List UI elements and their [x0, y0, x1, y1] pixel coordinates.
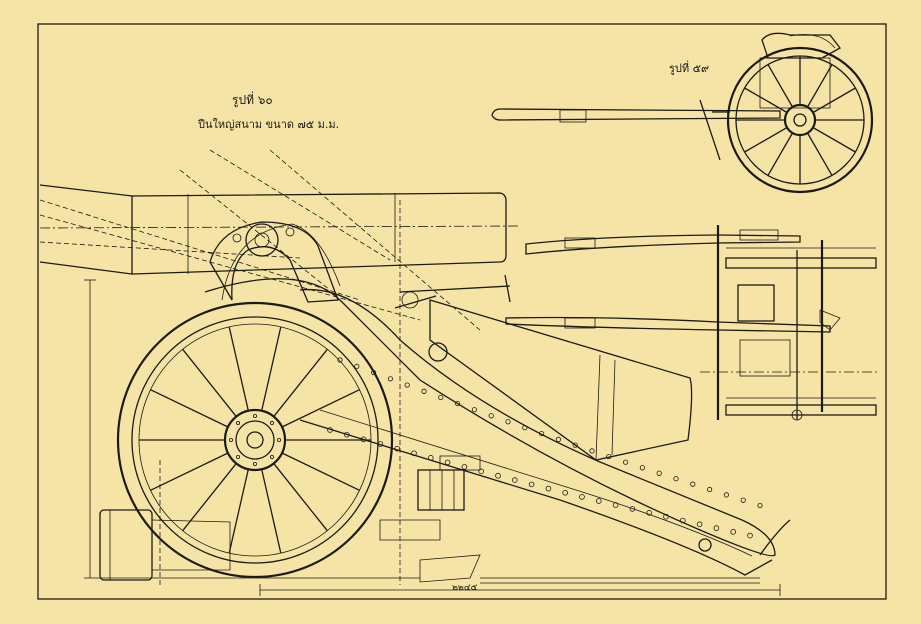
trail-rivet [646, 510, 652, 516]
trail-rivet [606, 453, 612, 460]
trail-rivet [538, 430, 545, 437]
trail-rivet [411, 450, 417, 457]
wheel-spoke [273, 348, 328, 417]
recoil-housing [428, 299, 693, 461]
trail-rivet [690, 481, 696, 487]
trail-rivet [505, 419, 511, 425]
limber-wheel-spoke [806, 132, 833, 176]
trail-rivet [427, 455, 434, 461]
limber-wheel-spoke [767, 132, 794, 176]
trail-rivet [706, 486, 713, 493]
limber-wheel-spoke [812, 87, 856, 114]
elevating-handwheel [394, 274, 511, 309]
trail-rivet [528, 481, 535, 488]
trail-rivet [589, 448, 595, 454]
trail-rivet [622, 459, 629, 465]
trail-rivet [495, 472, 501, 479]
wheel-spoke [261, 326, 282, 411]
hub-bolt [269, 454, 274, 459]
trail-rivet [555, 436, 562, 442]
trail-rivet [522, 425, 528, 431]
side-elevation-view [39, 149, 791, 596]
limber-plan-view [505, 225, 880, 421]
trail-rivet [461, 464, 468, 470]
trail-rivet [471, 407, 477, 413]
figure-label-right: รูปที่ ๕๙ [669, 62, 710, 75]
trail-rivet [663, 513, 669, 520]
trail-rivet [572, 442, 578, 448]
limber-side-view [491, 32, 874, 194]
trail-rivet [327, 427, 333, 433]
trail-rivet [612, 502, 619, 508]
trail-rivet [343, 431, 350, 438]
limber-wheel-spoke [744, 126, 788, 153]
trail-rivet [740, 497, 746, 503]
trail-rivet [488, 413, 494, 419]
hub-bolt [269, 421, 274, 426]
plate-border [37, 23, 887, 600]
barrel [39, 184, 521, 275]
trail-rivet [656, 470, 662, 476]
trail-rivet [562, 489, 568, 496]
dimension-lines [84, 200, 781, 596]
trail-rivet [511, 477, 518, 483]
trail [204, 278, 791, 576]
hub-bolt [236, 421, 241, 426]
wheel-spoke [150, 389, 229, 428]
axle-bracket [379, 455, 481, 541]
trail-rivet [404, 382, 410, 388]
caption-left: ปืนใหญ่สนาม ขนาด ๗๕ ม.ม. [198, 118, 340, 131]
limber-wheel-spoke [767, 64, 794, 108]
wheel-spoke [281, 452, 360, 491]
trail-rivet [713, 525, 720, 531]
bottom-hatching [480, 577, 760, 584]
trail-rivet [444, 459, 451, 466]
wheel-spoke [281, 389, 360, 428]
hub-bolt [276, 437, 281, 442]
trail-rivet [579, 494, 585, 500]
limber-wheel-spoke [812, 126, 856, 153]
trail-rivet [757, 502, 763, 509]
trail-rivet [545, 485, 552, 492]
limber-wheel-spoke [744, 87, 788, 114]
hub-bolt [236, 454, 241, 459]
limber-wheel-spoke [806, 64, 833, 108]
trail-rivet [387, 376, 393, 382]
trail-rivet [723, 492, 730, 498]
wheel-spoke [150, 452, 229, 491]
hub-bolt [252, 461, 257, 466]
cradle-assembly [209, 221, 341, 303]
wheel-spoke [182, 348, 237, 417]
trail-rivets [327, 357, 763, 539]
wheel-spoke [182, 463, 237, 532]
trail-rivet [673, 476, 679, 482]
trail-rivet [639, 465, 646, 471]
wheel-spoke [261, 469, 282, 554]
trail-rivet [730, 529, 736, 535]
trail-rivet [696, 521, 703, 528]
trail-rivet [478, 468, 485, 475]
hub-bolt [228, 437, 233, 442]
wheel-spoke [228, 469, 249, 554]
figure-label-left: รูปที่ ๖๐ [232, 93, 273, 107]
hub-bolt [252, 413, 257, 418]
trail-rivet [595, 498, 602, 504]
trail-rivet [679, 517, 686, 524]
trail-rivet [438, 394, 444, 401]
wheel-spoke [228, 326, 249, 411]
trail-rivet [337, 357, 343, 363]
trail-rivet [354, 363, 360, 369]
trail-rivet [454, 400, 461, 407]
trail-rivet [421, 388, 427, 394]
trail-rivet [747, 532, 753, 539]
trail-rivet [629, 506, 636, 512]
main-wheel [116, 301, 394, 579]
bottom-dimension-label: ๒๒๔๕ [452, 583, 478, 593]
wheel-spoke [273, 463, 328, 532]
